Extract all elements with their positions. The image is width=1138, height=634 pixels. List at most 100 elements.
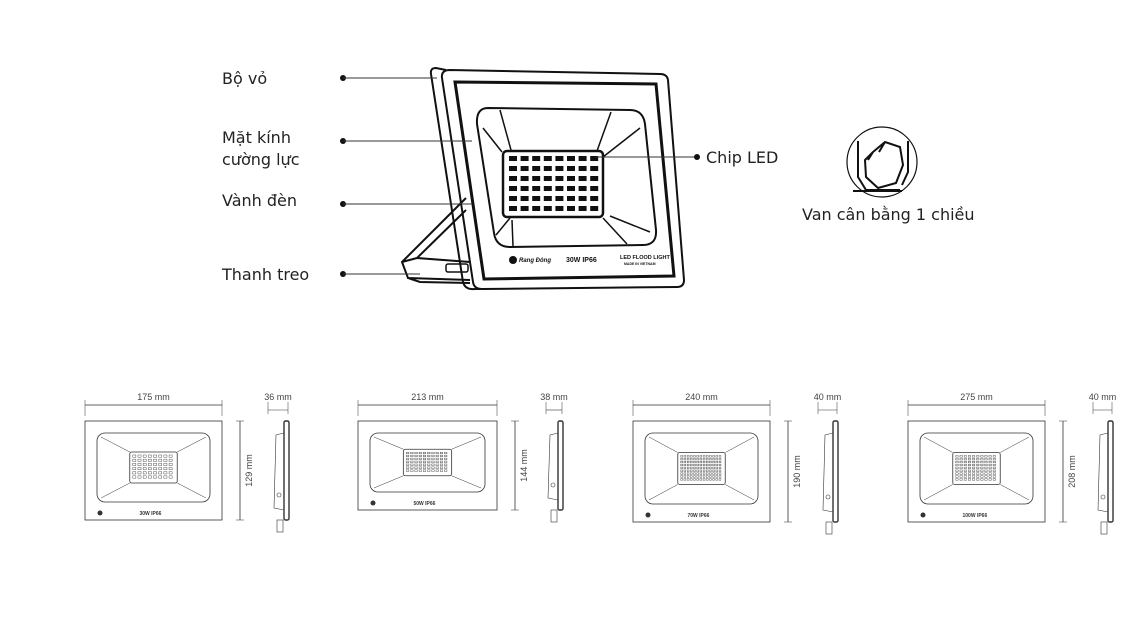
led-chip [718,475,722,478]
led-chip [972,472,976,475]
led-chip [963,475,967,478]
led-chip [686,466,690,469]
led-chip [992,466,996,469]
led-chip [699,455,703,458]
led-chip [715,455,718,458]
led-chip [988,466,992,469]
led-chip [686,458,690,461]
label-housing: Bộ vỏ [222,69,267,88]
led-chip [680,461,683,464]
led-chip [702,461,706,464]
led-chip [984,472,988,475]
brand-logo-icon [920,512,926,518]
led-chip [444,452,448,455]
led-chip [959,461,963,464]
led-chip [706,461,709,464]
label-rim: Vành đèn [222,191,297,210]
led-chip [444,457,448,460]
led-chip [567,186,575,191]
led-chip [706,463,709,466]
led-chip [976,469,980,472]
model-marking: 100W IP66 [963,513,988,519]
led-chip [696,472,699,475]
led-chip [435,463,439,466]
led-chip [410,452,414,455]
led-chip [410,466,414,469]
led-chip [709,461,712,464]
led-chip [683,455,687,458]
led-chip [423,469,427,472]
led-chip [683,478,687,481]
led-chip [712,478,715,481]
led-chip [702,475,706,478]
lamp-marking: Rang Đông 30W IP66 LED FLOOD LIGHT MADE … [509,255,670,266]
glass-outline [644,432,759,505]
led-chip [406,457,410,460]
led-chip [520,166,529,171]
led-chip [680,466,683,469]
led-chip [158,471,162,475]
front-view [84,420,223,521]
led-chip [972,461,976,464]
led-chip [680,469,683,472]
led-chip [976,455,980,458]
led-chip [988,463,992,466]
led-chip [690,463,693,466]
led-chip [153,467,157,470]
led-chip [718,466,722,469]
led-chip [431,463,435,466]
side-view-body [822,432,834,513]
led-chip [520,206,529,211]
led-chip [980,455,984,458]
led-chip [406,460,410,463]
led-chip [959,466,963,469]
led-chip [984,455,988,458]
brand-logo-icon [370,500,376,506]
led-chip [137,463,142,466]
led-chip [418,460,422,463]
led-chip [980,458,984,461]
led-chip [509,206,517,211]
led-chip [578,186,587,191]
led-chip [423,452,427,455]
led-chip [153,458,157,462]
led-chip [142,475,147,479]
led-chip [976,472,980,475]
led-chip [955,455,959,458]
led-chip [955,472,959,475]
led-chip [718,458,722,461]
led-chip [955,478,959,481]
led-chip [132,471,137,475]
side-view-bracket [550,509,558,523]
led-chip [431,454,435,457]
led-chip [555,196,564,201]
side-view-bracket [1100,521,1108,535]
led-chip [578,206,587,211]
led-chip [702,455,706,458]
led-chip [686,478,690,481]
led-chip [706,472,709,475]
reflector-lines [100,436,207,499]
tempered-glass [475,106,658,249]
led-chip [963,463,967,466]
led-chip [959,455,963,458]
led-chip [406,452,410,455]
led-chip [693,463,696,466]
glass-outline [96,432,211,503]
model-marking: 50W IP66 [414,501,436,507]
label-glass-line2: cường lực [222,150,300,169]
power-rating: 30W IP66 [566,257,597,264]
led-chip [158,475,162,479]
main-lamp-drawing: Rang Đông 30W IP66 LED FLOOD LIGHT MADE … [400,66,686,291]
led-chip [543,166,552,171]
led-chip [718,478,722,481]
led-chip [414,454,418,457]
led-chip [148,458,152,462]
led-chip [168,471,173,475]
led-chip [709,472,712,475]
led-chip [418,466,422,469]
led-chip [984,475,988,478]
led-chip [439,454,443,457]
led-chip [418,469,422,472]
